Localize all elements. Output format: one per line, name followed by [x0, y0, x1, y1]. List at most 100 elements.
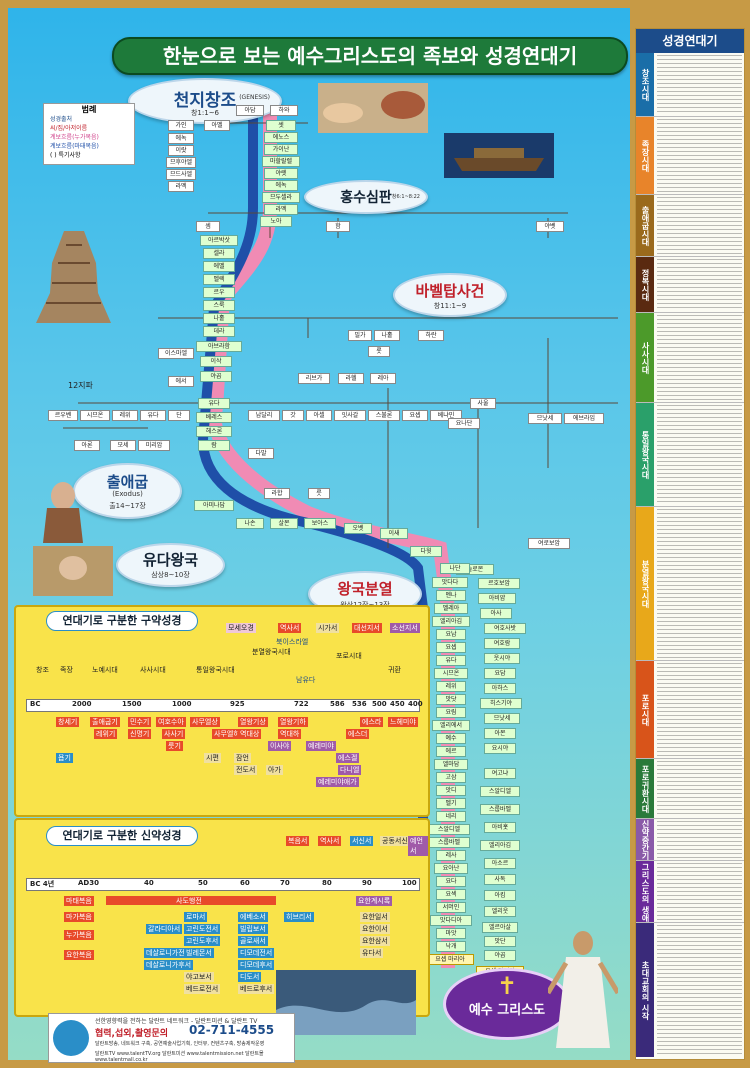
jesus-label-oval: ✝ 예수 그리스도 [443, 968, 571, 1040]
nt-tag: 복음서 [286, 836, 310, 846]
nt-tag: 서신서 [350, 836, 374, 846]
babel-tower-image [36, 231, 111, 323]
era-label: 초대교회의 시작 [636, 923, 654, 1057]
exodus-subtitle: (Exodus) [112, 490, 143, 498]
nt-year: 90 [362, 879, 372, 887]
nt-book: 에베소서 [238, 912, 268, 922]
king-node: 엘르아살 [482, 922, 518, 933]
creation-title: 천지창조 [173, 91, 237, 111]
ot-period: 사사시대 [140, 666, 166, 674]
tribe-node: 잇사갈 [334, 410, 366, 421]
king-node: 사독 [484, 874, 516, 885]
nathan-line-node: 멘나 [436, 590, 466, 601]
nathan-line-node: 요아난 [434, 863, 468, 874]
era-label: 사사시대 [636, 313, 654, 403]
king-node: 여호람 [484, 638, 520, 649]
ot-book: 다니엘 [338, 765, 362, 775]
legend-item: ( ) 특기사항 [50, 152, 81, 159]
ot-tag: 소선지서 [390, 623, 420, 633]
era-section-united-kingdom: 통일왕국시대 [636, 403, 744, 507]
nathan-line-node: 에르 [436, 746, 466, 757]
nt-year: 80 [322, 879, 332, 887]
misc-node: 하란 [418, 330, 444, 341]
tribe-node: 시므온 [80, 410, 110, 421]
era-text-lines [657, 315, 742, 401]
ot-period: 창조 [36, 666, 49, 674]
shem-line-node: 오벳 [344, 523, 372, 534]
era-text-lines [657, 405, 742, 505]
king-node: 아킴 [484, 890, 516, 901]
misc-node: 레아 [370, 373, 396, 384]
nt-panel-title: 연대기로 구분한 신약성경 [46, 826, 198, 846]
ot-book: 잠언 [234, 753, 251, 763]
nathan-line-node: 맛닷 [436, 694, 466, 705]
nt-book: 데살로니가전서 [144, 948, 194, 958]
nt-year: 60 [240, 879, 250, 887]
nt-book: 갈라디아서 [146, 924, 183, 934]
shem-line-node: 에벨 [203, 261, 235, 272]
twelve-tribes-label: 12지파 [68, 381, 93, 390]
nathan-line-node: 맛다디아 [430, 915, 472, 926]
ot-panel: 연대기로 구분한 구약성경 모세오경 역사서 시가서 대선지서 소선지서 창조 … [14, 605, 430, 817]
seth-line-node: 라멕 [264, 204, 298, 215]
era-label: 포로귀환시대 [636, 759, 654, 819]
misc-node: 사울 [470, 398, 496, 409]
flood-title: 홍수심판 [340, 190, 392, 206]
nathan-line-node: 고삼 [436, 772, 466, 783]
noah-ark-image [444, 133, 554, 178]
era-text-lines [657, 55, 742, 115]
abraham-node: 아브라함 [196, 341, 242, 352]
king-node: 스알디엘 [480, 786, 520, 797]
era-section-divided-kingdom: 분열왕국시대 [636, 507, 744, 661]
era-text-lines [657, 925, 742, 1055]
king-node: 므낫세 [484, 713, 520, 724]
ot-book: 욥기 [56, 753, 73, 763]
joseph-mary-node-luke: 요셉 마리아 [426, 954, 474, 965]
nathan-line-node: 네리 [436, 811, 466, 822]
ot-year-bar [26, 699, 420, 712]
creation-oval: 천지창조 (GENESIS) 창1:1~6 [128, 78, 282, 124]
ot-book: 전도서 [234, 765, 258, 775]
ot-book: 출애굽기 [90, 717, 120, 727]
era-text-lines [657, 119, 742, 193]
ot-book: 느헤미야 [388, 717, 418, 727]
tribe-node: 아셀 [306, 410, 332, 421]
era-label: 포로시대 [636, 661, 654, 759]
misc-node: 에브라임 [564, 413, 604, 424]
creation-painting-image [318, 83, 428, 133]
contact-line4[interactable]: 달란트TV www.talentTV.org 달란트미션 www.talentm… [95, 1051, 264, 1063]
cain-line-node: 이랏 [168, 145, 194, 156]
era-text-lines [657, 863, 742, 921]
babel-oval: 바벨탑사건 창11:1~9 [393, 273, 507, 317]
era-section-life-of-christ: 그리스도의 생애 [636, 861, 744, 923]
ot-period: 포로시대 [336, 652, 362, 660]
ot-kingdom: 남유다 [296, 676, 316, 684]
king-node: 웃시야 [484, 653, 520, 664]
ot-year: 925 [230, 700, 245, 708]
nt-book: 빌립보서 [238, 924, 268, 934]
era-section-early-church: 초대교회의 시작 [636, 923, 744, 1057]
nt-tag: 역사서 [318, 836, 342, 846]
legend-box: 범례 성경출처 씨/집/아저이름 계보흐름(누가복음) 계보흐름(마태복음) (… [43, 103, 135, 165]
isaac-node: 이삭 [200, 356, 232, 367]
nt-book: 히브리서 [284, 912, 314, 922]
era-text-lines [657, 509, 742, 659]
king-node: 아몬 [484, 728, 516, 739]
ot-book: 사무엘하 [212, 729, 242, 739]
nathan-line-node: 엘리에서 [432, 720, 470, 731]
king-node: 요시야 [484, 743, 516, 754]
ot-book: 에스더 [346, 729, 370, 739]
shem-line-node: 데라 [203, 326, 235, 337]
legend-item: 계보흐름(누가복음) [50, 134, 99, 141]
misc-node: 미리암 [138, 440, 170, 451]
ot-year: 400 [408, 700, 423, 708]
contact-phone[interactable]: 02-711-4555 [189, 1023, 275, 1037]
king-node: 야곱 [484, 950, 516, 961]
ot-panel-title: 연대기로 구분한 구약성경 [46, 611, 198, 631]
noah-node: 노아 [260, 216, 292, 227]
judah-oval: 유다왕국 삼상8~10장 [116, 543, 225, 587]
nt-book: 사도행전 [176, 897, 202, 905]
era-section-intertestamental: 신약중간기 [636, 819, 744, 861]
nathan-line-node: 서머인 [436, 902, 466, 913]
